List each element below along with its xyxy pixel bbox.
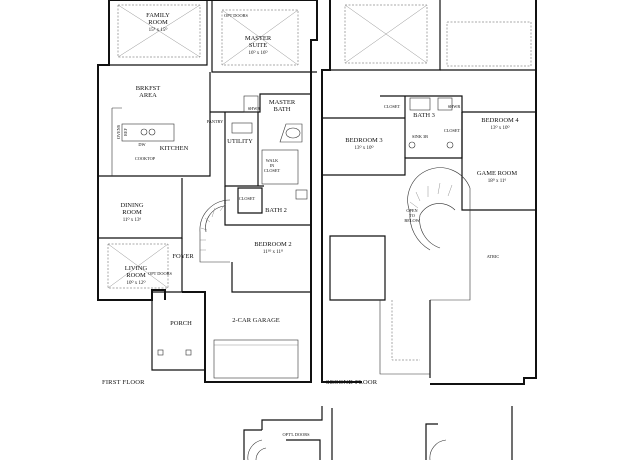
master-suite-dims: 16⁰ x 16⁰ xyxy=(248,50,267,56)
first-floor-caption: FIRST FLOOR xyxy=(102,379,145,386)
living-name-2: ROOM xyxy=(126,272,146,279)
bath-2-label: BATH 2 xyxy=(265,207,287,214)
family-room-name-2: ROOM xyxy=(148,19,168,26)
open-to-below-curve xyxy=(407,167,471,251)
first-floor-plan xyxy=(97,0,318,383)
foyer-label: FOYER xyxy=(172,253,194,260)
sink-label: SINK 3B xyxy=(412,134,428,139)
bedroom-2-dims: 11¹⁰ x 11⁰ xyxy=(263,249,283,255)
porch-outline xyxy=(151,300,205,371)
master-suite-walls xyxy=(211,0,317,73)
family-room-dims: 15⁸ x 15⁰ xyxy=(149,27,168,33)
ovens-note: OVENS xyxy=(116,124,121,139)
bedroom-3-name: BEDROOM 3 xyxy=(345,137,382,144)
dining-name-2: ROOM xyxy=(122,209,142,216)
game-room-walls xyxy=(461,112,536,211)
second-floor-exterior-wall-left xyxy=(321,0,362,383)
opt-doors-top-note: OPT DOORS xyxy=(224,13,248,18)
cooktop-note: COOKTOP xyxy=(135,156,156,161)
walk-in-name-1: WALK xyxy=(266,158,279,163)
bath-3-label: BATH 3 xyxy=(413,112,435,119)
living-room-ceiling xyxy=(107,243,169,289)
otb-2: TO xyxy=(409,213,415,218)
closet-left-label: CLOSET xyxy=(384,104,401,109)
game-room-dims: 18⁰ x 11⁶ xyxy=(488,178,507,184)
utility-label: UTILITY xyxy=(227,138,253,145)
closet-label: CLOSET xyxy=(239,196,256,201)
otb-3: BELOW xyxy=(404,218,420,223)
kitchen-walls xyxy=(98,72,211,177)
first-floor-stair xyxy=(199,199,231,263)
master-suite-name-2: SUITE xyxy=(249,42,267,49)
porch-label: PORCH xyxy=(170,320,192,327)
master-bath-name-1: MASTER xyxy=(269,99,296,106)
pantry-label: PANTRY xyxy=(207,119,224,124)
living-name-1: LIVING xyxy=(125,265,148,272)
bedroom-4-name: BEDROOM 4 xyxy=(481,117,519,124)
optl-doors-note: OPT'L DOORS xyxy=(283,432,311,437)
kitchen-label: KITCHEN xyxy=(160,145,189,152)
second-floor-caption: SECOND FLOOR xyxy=(326,379,378,386)
atric-label: ATRIC xyxy=(487,254,500,259)
family-room-name-1: FAMILY xyxy=(146,12,170,19)
master-suite-name-1: MASTER xyxy=(245,35,272,42)
optional-plan-details xyxy=(243,406,513,461)
shower-stall xyxy=(243,95,259,113)
first-floor-exterior-wall-right xyxy=(182,0,318,383)
shwr-2-label: SHWR xyxy=(448,104,461,109)
game-room-name: GAME ROOM xyxy=(477,170,517,177)
dining-name-1: DINING xyxy=(120,202,143,209)
dining-room-dims: 11⁰ x 13⁶ xyxy=(123,217,142,223)
walk-in-name-2: IN xyxy=(270,163,275,168)
opt-doors-living-note: OPT DOORS xyxy=(148,271,172,276)
garage-door xyxy=(213,339,299,379)
otb-1: OPEN xyxy=(406,208,417,213)
kitchen-island xyxy=(121,123,175,142)
bedroom-2-name: BEDROOM 2 xyxy=(254,241,291,248)
bedroom-3-dims: 13⁰ x 10⁰ xyxy=(354,145,373,151)
brkfst-name-1: BRKFST xyxy=(136,85,161,92)
living-room-dims: 10⁰ x 12⁰ xyxy=(126,280,145,286)
first-floor-exterior-wall-left xyxy=(97,0,166,301)
shwr-label: SHWR xyxy=(248,106,261,111)
walk-in-name-3: CLOSET xyxy=(264,168,281,173)
master-bath-name-2: BATH xyxy=(274,106,291,113)
closet-right-label: CLOSET xyxy=(444,128,461,133)
brkfst-name-2: AREA xyxy=(139,92,157,99)
bedroom-2-walls xyxy=(231,262,311,293)
second-floor-exterior-wall-right xyxy=(430,0,537,385)
bedroom-4-dims: 13⁰ x 10⁰ xyxy=(490,125,509,131)
second-floor-plan xyxy=(321,0,537,385)
family-room-walls xyxy=(109,0,208,66)
ref-note: REF xyxy=(123,127,128,135)
dw-note: DW xyxy=(138,142,146,147)
garage-label: 2-CAR GARAGE xyxy=(232,317,280,324)
master-bath-tub xyxy=(279,123,303,143)
